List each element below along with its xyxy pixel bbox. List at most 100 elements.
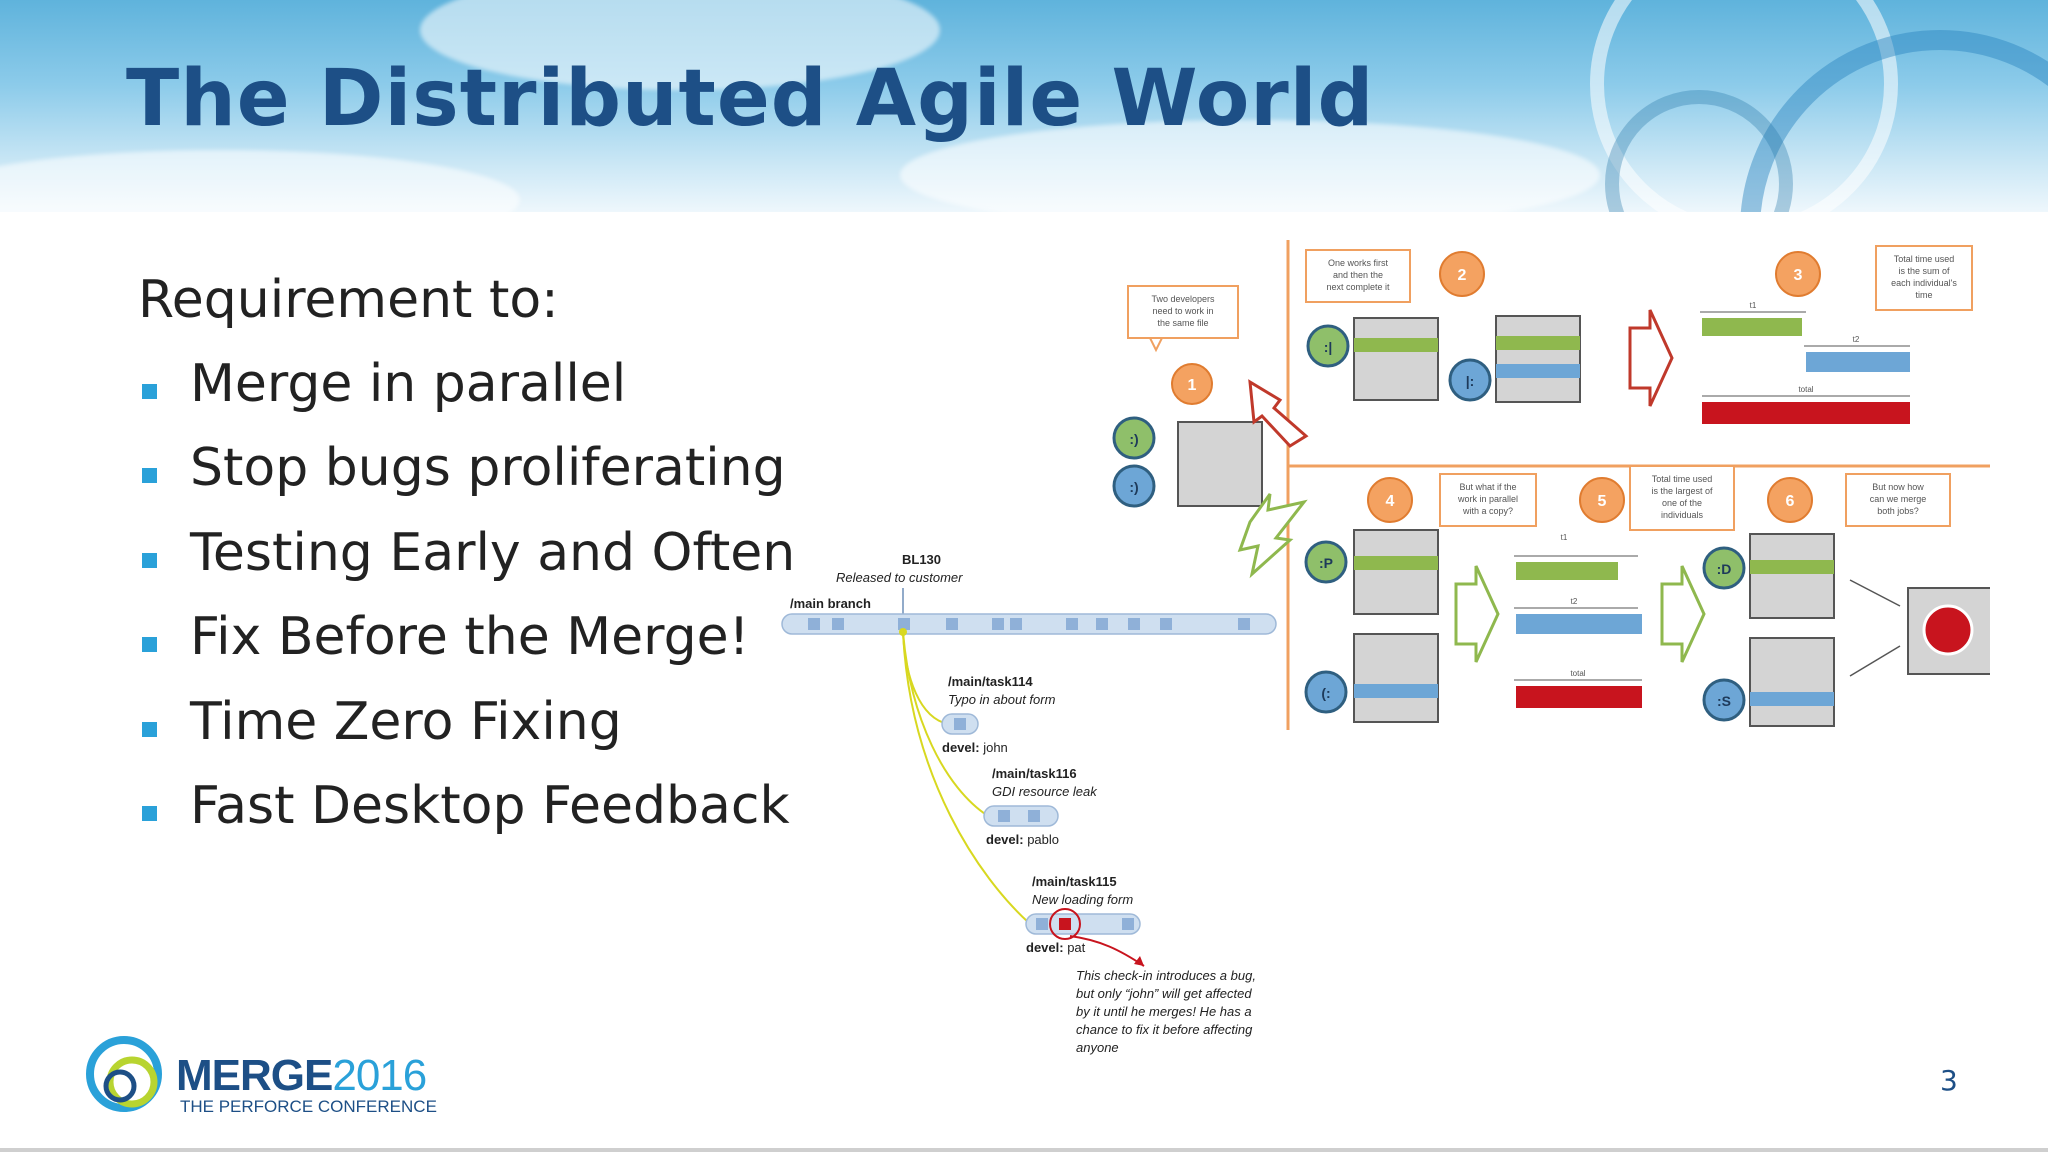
changeset <box>1122 918 1134 930</box>
svg-text:4: 4 <box>1386 493 1395 510</box>
changeset <box>1238 618 1250 630</box>
svg-text:Two developers: Two developers <box>1151 294 1215 304</box>
bullet-square-icon <box>142 721 157 737</box>
step-badge: 2 <box>1439 251 1485 297</box>
svg-text:and then the: and then the <box>1333 270 1383 280</box>
task-branch-bar <box>983 805 1059 827</box>
face-icon: :P <box>1304 540 1348 584</box>
svg-text:each individual's: each individual's <box>1891 278 1957 288</box>
arrow-head-icon <box>1134 956 1144 966</box>
agile-workflow-diagram: Two developers need to work in the same … <box>1112 240 1990 730</box>
svg-text:chance to fix it before affect: chance to fix it before affecting <box>1076 1022 1253 1037</box>
face-icon: :S <box>1702 678 1746 722</box>
changeset <box>898 618 910 630</box>
main-branch-label: /main branch <box>790 596 871 611</box>
task-path: /main/task116 <box>992 766 1077 781</box>
merge-2016-logo: MERGE2016 THE PERFORCE CONFERENCE <box>86 1036 437 1116</box>
svg-text:with a copy?: with a copy? <box>1462 506 1513 516</box>
logo-tagline: THE PERFORCE CONFERENCE <box>180 1097 437 1116</box>
content-area: Requirement to: Merge in parallel Stop b… <box>138 270 796 836</box>
svg-text:2: 2 <box>1458 267 1467 284</box>
bar-label: t1 <box>1750 301 1757 310</box>
bullet-square-icon <box>142 805 157 821</box>
changeset <box>1160 618 1172 630</box>
changeset <box>1028 810 1040 822</box>
task-note: New loading form <box>1032 892 1133 907</box>
file-document-icon <box>1749 533 1835 619</box>
logo-swirl-icon <box>86 1036 162 1112</box>
svg-text:This check-in introduces a bug: This check-in introduces a bug, <box>1076 968 1256 983</box>
svg-text:by it until he merges! He has: by it until he merges! He has a <box>1076 1004 1252 1019</box>
step-badge: 6 <box>1767 477 1813 523</box>
time-bar <box>1702 402 1910 424</box>
svg-text:but only “john” will get affec: but only “john” will get affected <box>1076 986 1252 1001</box>
file-document-icon <box>1495 315 1581 403</box>
changeset <box>1010 618 1022 630</box>
svg-text:(:: (: <box>1321 685 1330 701</box>
callout-1: Two developers need to work in the same … <box>1127 285 1239 353</box>
face-icon: (: <box>1304 670 1348 714</box>
svg-text:one of the: one of the <box>1662 498 1702 508</box>
bullet-square-icon <box>142 637 157 653</box>
svg-text::): :) <box>1129 479 1138 495</box>
bullet-square-icon <box>142 552 157 568</box>
bullet-square-icon <box>142 384 157 399</box>
bar-label: total <box>1798 385 1813 394</box>
task-branch-bar <box>1025 913 1141 935</box>
svg-text:next complete it: next complete it <box>1326 282 1390 292</box>
svg-text:One works first: One works first <box>1328 258 1389 268</box>
callout-4: But what if the work in parallel with a … <box>1439 473 1537 527</box>
devel-label: devel: pablo <box>986 832 1059 847</box>
main-branch-bar <box>781 613 1277 635</box>
branch-diagram: BL130 Released to customer /main branch … <box>781 552 1277 1055</box>
svg-text:3: 3 <box>1794 267 1803 284</box>
svg-text::): :) <box>1129 431 1138 447</box>
face-icon: |: <box>1448 358 1492 402</box>
bottom-rule <box>0 1148 2048 1152</box>
bar-label: t2 <box>1571 597 1578 606</box>
cloud-decoration <box>900 120 1600 212</box>
changeset <box>992 618 1004 630</box>
bug-note: This check-in introduces a bug, but only… <box>1076 968 1256 1055</box>
callout-6: But now how can we merge both jobs? <box>1845 473 1951 527</box>
bar-label: t2 <box>1853 335 1860 344</box>
face-icon: :) <box>1112 464 1156 508</box>
callout-5: Total time used is the largest of one of… <box>1629 465 1735 531</box>
devel-label: devel: pat <box>1026 940 1086 955</box>
step-badge: 1 <box>1171 363 1213 405</box>
step-badge: 5 <box>1579 477 1625 523</box>
changeset <box>1128 618 1140 630</box>
task-note: GDI resource leak <box>992 784 1098 799</box>
task-path: /main/task114 <box>948 674 1033 689</box>
step-badge: 3 <box>1775 251 1821 297</box>
face-icon: :D <box>1702 546 1746 590</box>
svg-text:But now how: But now how <box>1872 482 1924 492</box>
arrow-icon <box>1660 565 1706 663</box>
time-bar <box>1806 352 1910 372</box>
file-document-icon <box>1749 637 1835 727</box>
changeset <box>946 618 958 630</box>
file-document-icon <box>1353 633 1439 723</box>
logo-text: MERGE2016 <box>176 1051 426 1100</box>
devel-label: devel: john <box>942 740 1008 755</box>
merged-file-icon <box>1907 587 1990 675</box>
svg-text::P: :P <box>1319 555 1333 571</box>
svg-text::S: :S <box>1717 693 1731 709</box>
time-bar <box>1702 318 1802 336</box>
changeset <box>954 718 966 730</box>
svg-text:is the sum of: is the sum of <box>1898 266 1950 276</box>
svg-text::D: :D <box>1717 561 1732 577</box>
baseline-note: Released to customer <box>836 570 963 585</box>
changeset <box>1096 618 1108 630</box>
svg-text:Total time used: Total time used <box>1652 474 1713 484</box>
svg-text:anyone: anyone <box>1076 1040 1119 1055</box>
file-document-icon <box>1177 421 1263 507</box>
time-bar <box>1516 686 1642 708</box>
svg-text:Total time used: Total time used <box>1894 254 1955 264</box>
arrow-icon <box>1248 379 1309 448</box>
svg-text:is the largest of: is the largest of <box>1651 486 1713 496</box>
face-icon: :| <box>1306 324 1350 368</box>
svg-text:|:: |: <box>1466 373 1475 389</box>
svg-text:need to work in: need to work in <box>1152 306 1213 316</box>
